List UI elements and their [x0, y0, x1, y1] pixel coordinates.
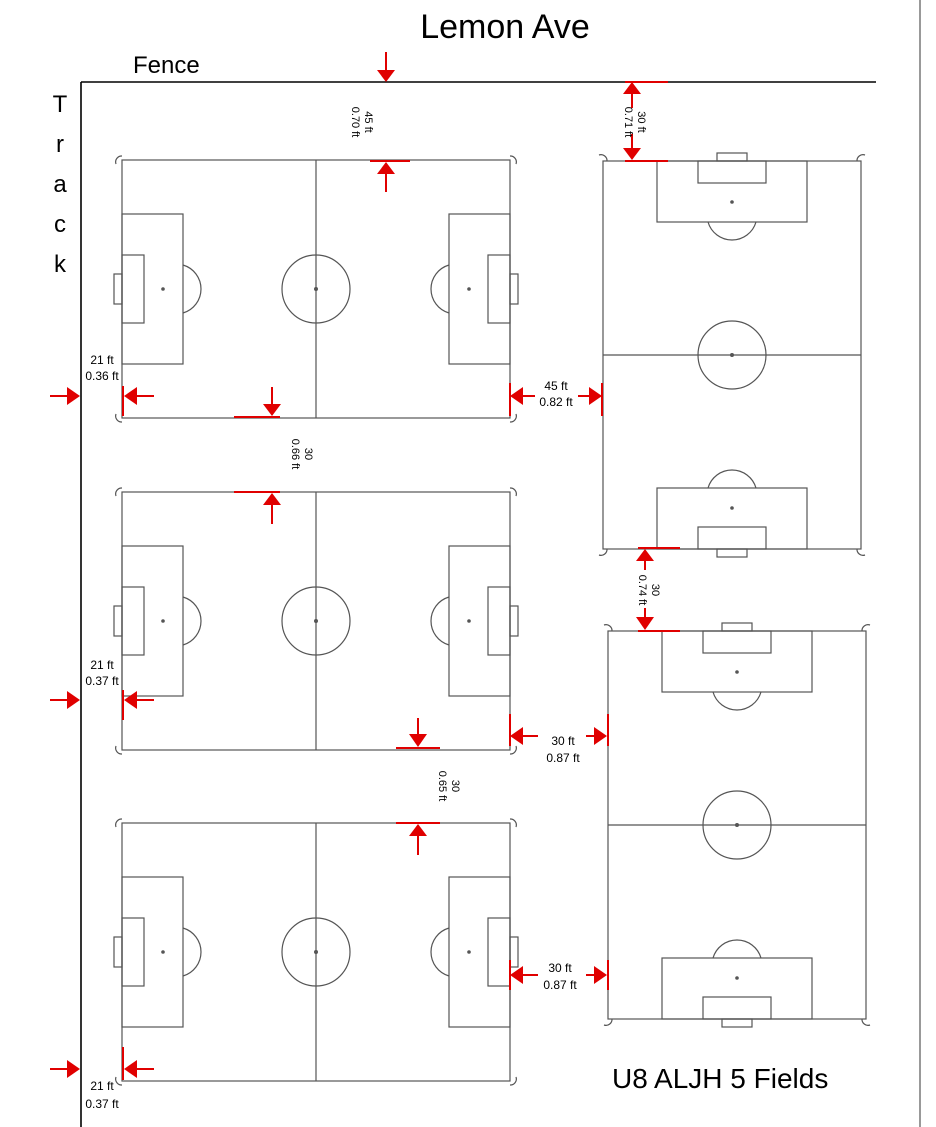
- measure-field4-to-field5-scaled: 0.74 ft: [636, 575, 648, 606]
- arrow-field2-to-field5: [509, 714, 609, 746]
- measure-field2-to-field5-scaled: 0.87 ft: [546, 751, 580, 765]
- measure-left-field2-ft: 21 ft: [90, 658, 114, 672]
- page-title: Lemon Ave: [420, 8, 590, 46]
- measure-field4-to-field5-ft: 30: [649, 584, 661, 596]
- track-letter: k: [54, 251, 67, 278]
- track-letter: r: [56, 131, 64, 158]
- arrow-left-field1: [50, 386, 154, 416]
- track-label: T r a c k: [53, 91, 68, 278]
- measure-field3-to-field5-ft: 30 ft: [548, 961, 572, 975]
- arrow-field3-to-field5: [509, 960, 609, 990]
- arrow-field4-to-field5: [636, 547, 680, 632]
- measure-field1-to-field4-scaled: 0.82 ft: [539, 395, 573, 409]
- measure-top-field4-scaled: 0.71 ft: [622, 107, 634, 138]
- measure-field2-to-field3-ft: 30: [449, 780, 461, 792]
- measure-field1-to-field2-scaled: 0.66 ft: [289, 439, 301, 470]
- soccer-field-1: [113, 155, 519, 423]
- arrow-field1-to-field2: [234, 387, 281, 524]
- measure-left-field3-ft: 21 ft: [90, 1079, 114, 1093]
- arrow-field2-to-field3: [396, 718, 440, 855]
- measure-left-field2-scaled: 0.37 ft: [85, 674, 119, 688]
- track-letter: a: [53, 171, 67, 198]
- measure-left-field1-ft: 21 ft: [90, 353, 114, 367]
- soccer-field-2: [113, 487, 519, 755]
- track-letter: T: [53, 91, 68, 118]
- fence-label: Fence: [133, 52, 200, 79]
- measure-left-field1-scaled: 0.36 ft: [85, 369, 119, 383]
- track-letter: c: [54, 211, 66, 238]
- measure-field2-to-field3-scaled: 0.65 ft: [436, 771, 448, 802]
- measure-field3-to-field5-scaled: 0.87 ft: [543, 978, 577, 992]
- arrow-top-field1: [370, 52, 410, 192]
- arrow-left-field3: [50, 1047, 154, 1080]
- measure-top-field1-scaled: 0.70 ft: [349, 107, 361, 138]
- arrow-left-field2: [50, 690, 154, 720]
- measure-top-field1-ft: 45 ft: [362, 111, 374, 132]
- measure-top-field4-ft: 30 ft: [635, 111, 647, 132]
- measure-left-field3-scaled: 0.37 ft: [85, 1097, 119, 1111]
- soccer-field-5: [603, 622, 871, 1028]
- soccer-field-3: [113, 818, 519, 1086]
- footer-label: U8 ALJH 5 Fields: [612, 1063, 828, 1094]
- measure-field2-to-field5-ft: 30 ft: [551, 734, 575, 748]
- soccer-field-4: [598, 152, 866, 558]
- measure-field1-to-field4-ft: 45 ft: [544, 379, 568, 393]
- arrow-field1-to-field4: [509, 383, 603, 416]
- measure-field1-to-field2-ft: 30: [302, 448, 314, 460]
- arrow-top-field4: [623, 81, 668, 162]
